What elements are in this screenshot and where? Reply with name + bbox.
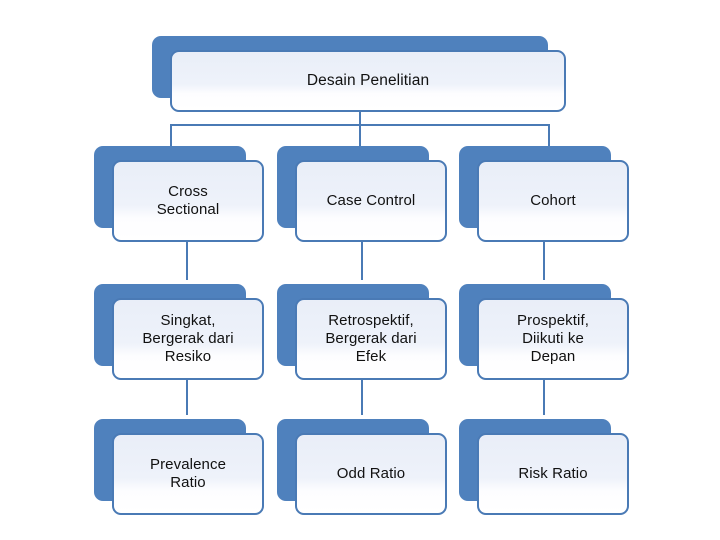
node-card: Cohort	[477, 160, 629, 242]
node-title-desain-penelitian[interactable]: Desain Penelitian	[152, 36, 566, 112]
node-card: Retrospektif, Bergerak dari Efek	[295, 298, 447, 380]
node-card: Prevalence Ratio	[112, 433, 264, 515]
node-card: Odd Ratio	[295, 433, 447, 515]
node-card: Cross Sectional	[112, 160, 264, 242]
connector-col1-row2-row3	[186, 379, 188, 415]
node-design-cross-sectional[interactable]: Cross Sectional	[94, 146, 264, 242]
connector-col3-row2-row3	[543, 379, 545, 415]
node-measure-risk-ratio[interactable]: Risk Ratio	[459, 419, 629, 515]
node-card: Prospektif, Diikuti ke Depan	[477, 298, 629, 380]
node-label: Singkat, Bergerak dari Resiko	[142, 311, 234, 366]
node-card: Case Control	[295, 160, 447, 242]
node-label: Odd Ratio	[336, 464, 406, 482]
connector-bus-to-col1	[170, 124, 172, 146]
connector-title-stem	[359, 112, 361, 125]
node-card: Risk Ratio	[477, 433, 629, 515]
node-card: Singkat, Bergerak dari Resiko	[112, 298, 264, 380]
node-card: Desain Penelitian	[170, 50, 566, 112]
node-label: Case Control	[326, 191, 416, 209]
node-label: Prevalence Ratio	[149, 455, 227, 491]
node-feature-case-control[interactable]: Retrospektif, Bergerak dari Efek	[277, 284, 447, 380]
connector-col2-row1-row2	[361, 242, 363, 280]
node-measure-odd-ratio[interactable]: Odd Ratio	[277, 419, 447, 515]
node-feature-cohort[interactable]: Prospektif, Diikuti ke Depan	[459, 284, 629, 380]
connector-bus-to-col3	[548, 124, 550, 146]
node-design-case-control[interactable]: Case Control	[277, 146, 447, 242]
node-design-cohort[interactable]: Cohort	[459, 146, 629, 242]
node-label: Desain Penelitian	[306, 71, 430, 89]
node-label: Prospektif, Diikuti ke Depan	[517, 311, 589, 366]
node-label: Cohort	[530, 191, 576, 209]
connector-col3-row1-row2	[543, 242, 545, 280]
node-feature-cross-sectional[interactable]: Singkat, Bergerak dari Resiko	[94, 284, 264, 380]
connector-bus-to-col2	[359, 124, 361, 146]
node-label: Risk Ratio	[518, 464, 588, 482]
node-label: Cross Sectional	[156, 182, 220, 218]
node-measure-prevalence-ratio[interactable]: Prevalence Ratio	[94, 419, 264, 515]
node-label: Retrospektif, Bergerak dari Efek	[325, 311, 417, 366]
connector-col2-row2-row3	[361, 379, 363, 415]
connector-col1-row1-row2	[186, 242, 188, 280]
